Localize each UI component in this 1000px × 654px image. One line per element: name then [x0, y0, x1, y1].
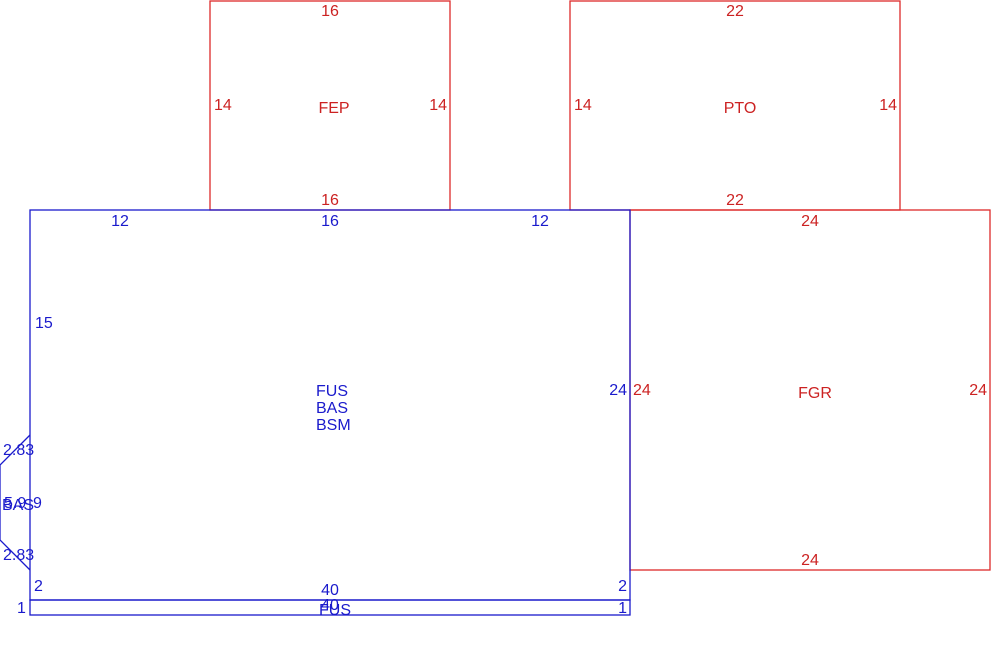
area-strip-top-dimension: 40	[321, 597, 339, 614]
area-strip[interactable]: 1 40 FUS 1	[17, 597, 631, 619]
area-bay[interactable]: 2.83 BAS 5.9 9 2.83	[0, 434, 42, 571]
area-bay-middle-overlap-dimension: 9	[33, 495, 42, 512]
area-pto[interactable]: 22 14 14 PTO 22	[569, 0, 901, 211]
area-pto-bottom-dimension: 22	[726, 192, 744, 209]
area-pto-left-dimension: 14	[574, 97, 592, 114]
area-main-top-middle-dimension: 16	[321, 213, 339, 230]
area-pto-top-dimension: 22	[726, 3, 744, 20]
area-main-corner-right-dimension: 2	[618, 578, 627, 595]
area-main-corner-left-dimension: 2	[34, 578, 43, 595]
area-bay-middle-dimension: 5.9	[4, 495, 26, 512]
area-strip-left-dimension: 1	[17, 600, 26, 617]
area-main-bottom-dimension: 40	[321, 582, 339, 599]
area-fgr-code: FGR	[798, 385, 832, 402]
area-main-code-3: BSM	[316, 417, 351, 434]
area-strip-outline	[29, 599, 631, 616]
area-bay-code: BAS	[2, 497, 34, 514]
area-fep-left-dimension: 14	[214, 97, 232, 114]
area-pto-code: PTO	[724, 100, 757, 117]
area-main-code-2: BAS	[316, 400, 348, 417]
area-fep-bottom-dimension: 16	[321, 192, 339, 209]
area-main-top-left-dimension: 12	[111, 213, 129, 230]
area-fep-top-dimension: 16	[321, 3, 339, 20]
area-fep[interactable]: 16 14 14 FEP 16	[209, 0, 451, 211]
area-bay-outline	[0, 434, 31, 571]
area-bay-lower-dimension: 2.83	[3, 547, 34, 564]
area-fgr-bottom-dimension: 24	[801, 552, 819, 569]
area-main-top-right-dimension: 12	[531, 213, 549, 230]
area-bay-upper-dimension: 2.83	[3, 442, 34, 459]
area-fgr[interactable]: 24 24 24 FGR 24	[629, 209, 991, 571]
area-fep-right-dimension: 14	[429, 97, 447, 114]
area-main[interactable]: 12 16 12 15 24 FUS BAS BSM 2 2 40	[29, 209, 631, 601]
area-strip-right-dimension: 1	[618, 600, 627, 617]
area-main-right-dimension: 24	[609, 382, 627, 399]
area-main-code-1: FUS	[316, 383, 348, 400]
area-main-left-dimension: 15	[35, 315, 53, 332]
area-fgr-right-dimension: 24	[969, 382, 987, 399]
area-fgr-left-dimension: 24	[633, 382, 651, 399]
area-fep-code: FEP	[318, 100, 349, 117]
area-fgr-top-dimension: 24	[801, 213, 819, 230]
area-pto-right-dimension: 14	[879, 97, 897, 114]
area-strip-code: FUS	[319, 602, 351, 619]
